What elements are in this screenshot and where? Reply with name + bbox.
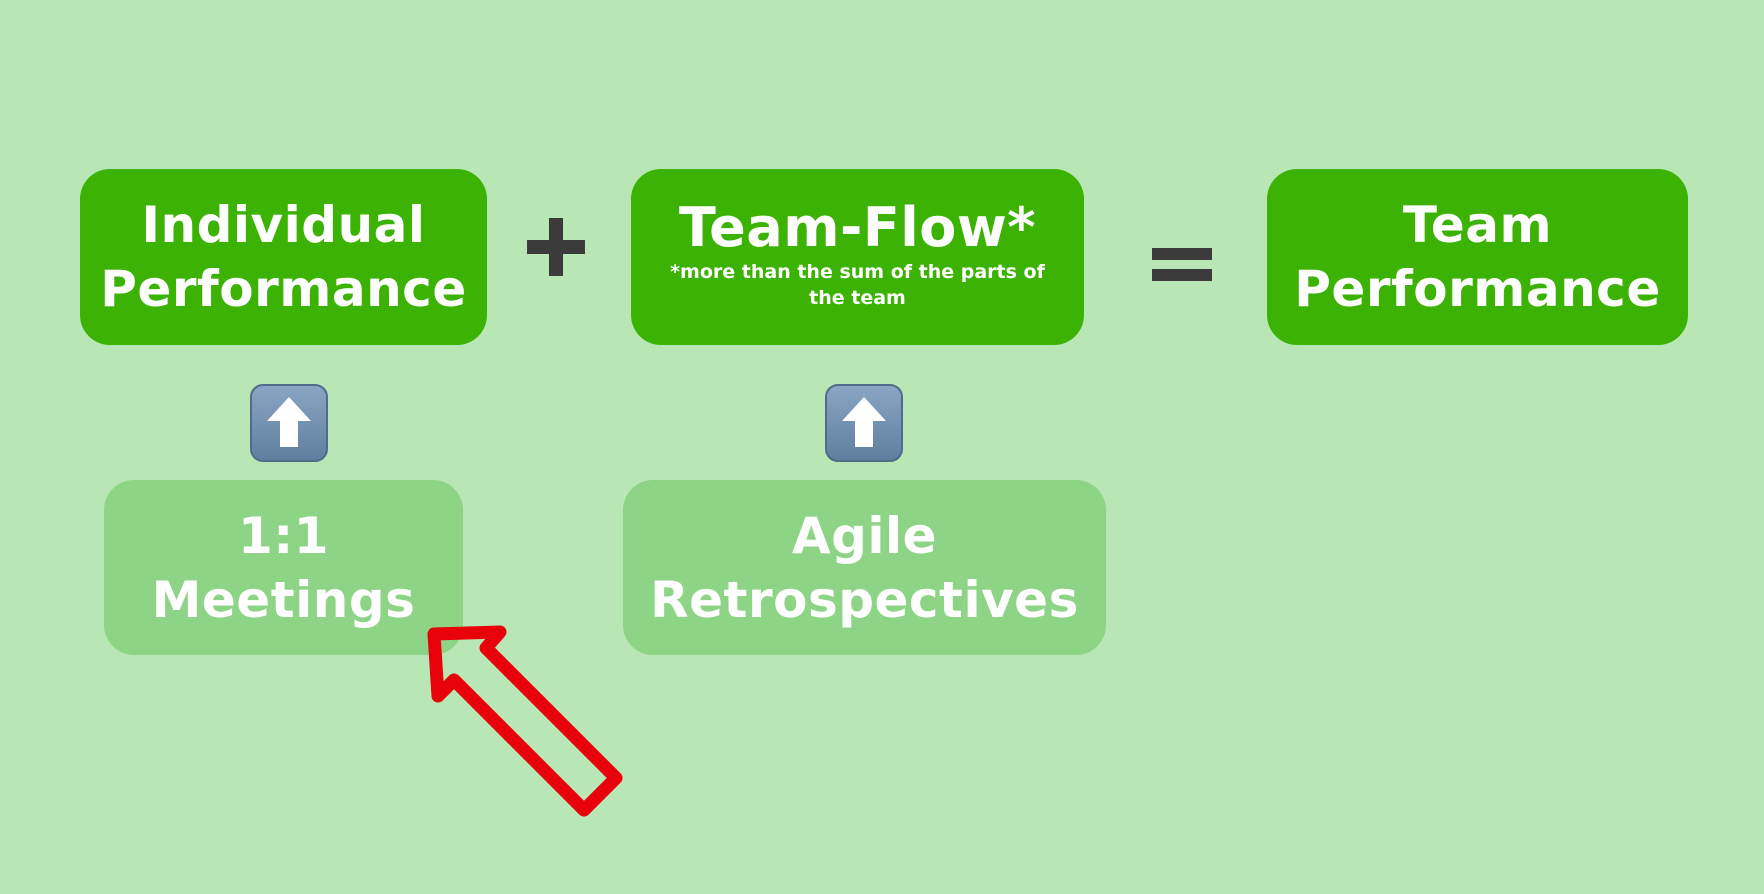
one-on-one-line1: 1:1 — [237, 506, 330, 565]
team-performance-title: Team Performance — [1294, 193, 1660, 321]
individual-performance-line1: Individual — [141, 196, 426, 254]
one-on-one-line2: Meetings — [151, 570, 416, 629]
pointer-arrow-icon — [420, 620, 630, 820]
equals-operator — [1142, 220, 1222, 300]
one-on-one-meetings-box: 1:1 Meetings — [104, 480, 463, 655]
equals-icon — [1152, 248, 1212, 281]
agile-retros-line1: Agile — [791, 506, 938, 565]
agile-retros-line2: Retrospectives — [650, 570, 1079, 629]
individual-performance-line2: Performance — [100, 260, 467, 318]
team-performance-box: Team Performance — [1267, 169, 1688, 345]
team-performance-line2: Performance — [1294, 260, 1661, 318]
team-flow-title: Team-Flow* — [678, 196, 1037, 259]
agile-retrospectives-box: Agile Retrospectives — [623, 480, 1106, 655]
individual-performance-title: Individual Performance — [100, 193, 466, 321]
team-performance-line1: Team — [1402, 196, 1553, 254]
up-arrow-icon — [249, 383, 329, 463]
team-flow-note: *more than the sum of the parts of the t… — [670, 261, 1045, 309]
plus-icon — [527, 218, 585, 276]
plus-operator — [525, 200, 605, 300]
team-flow-box: Team-Flow* *more than the sum of the par… — [631, 169, 1084, 345]
agile-retrospectives-title: Agile Retrospectives — [650, 504, 1079, 632]
up-arrow-icon — [824, 383, 904, 463]
individual-performance-box: Individual Performance — [80, 169, 487, 345]
one-on-one-meetings-title: 1:1 Meetings — [152, 504, 416, 632]
